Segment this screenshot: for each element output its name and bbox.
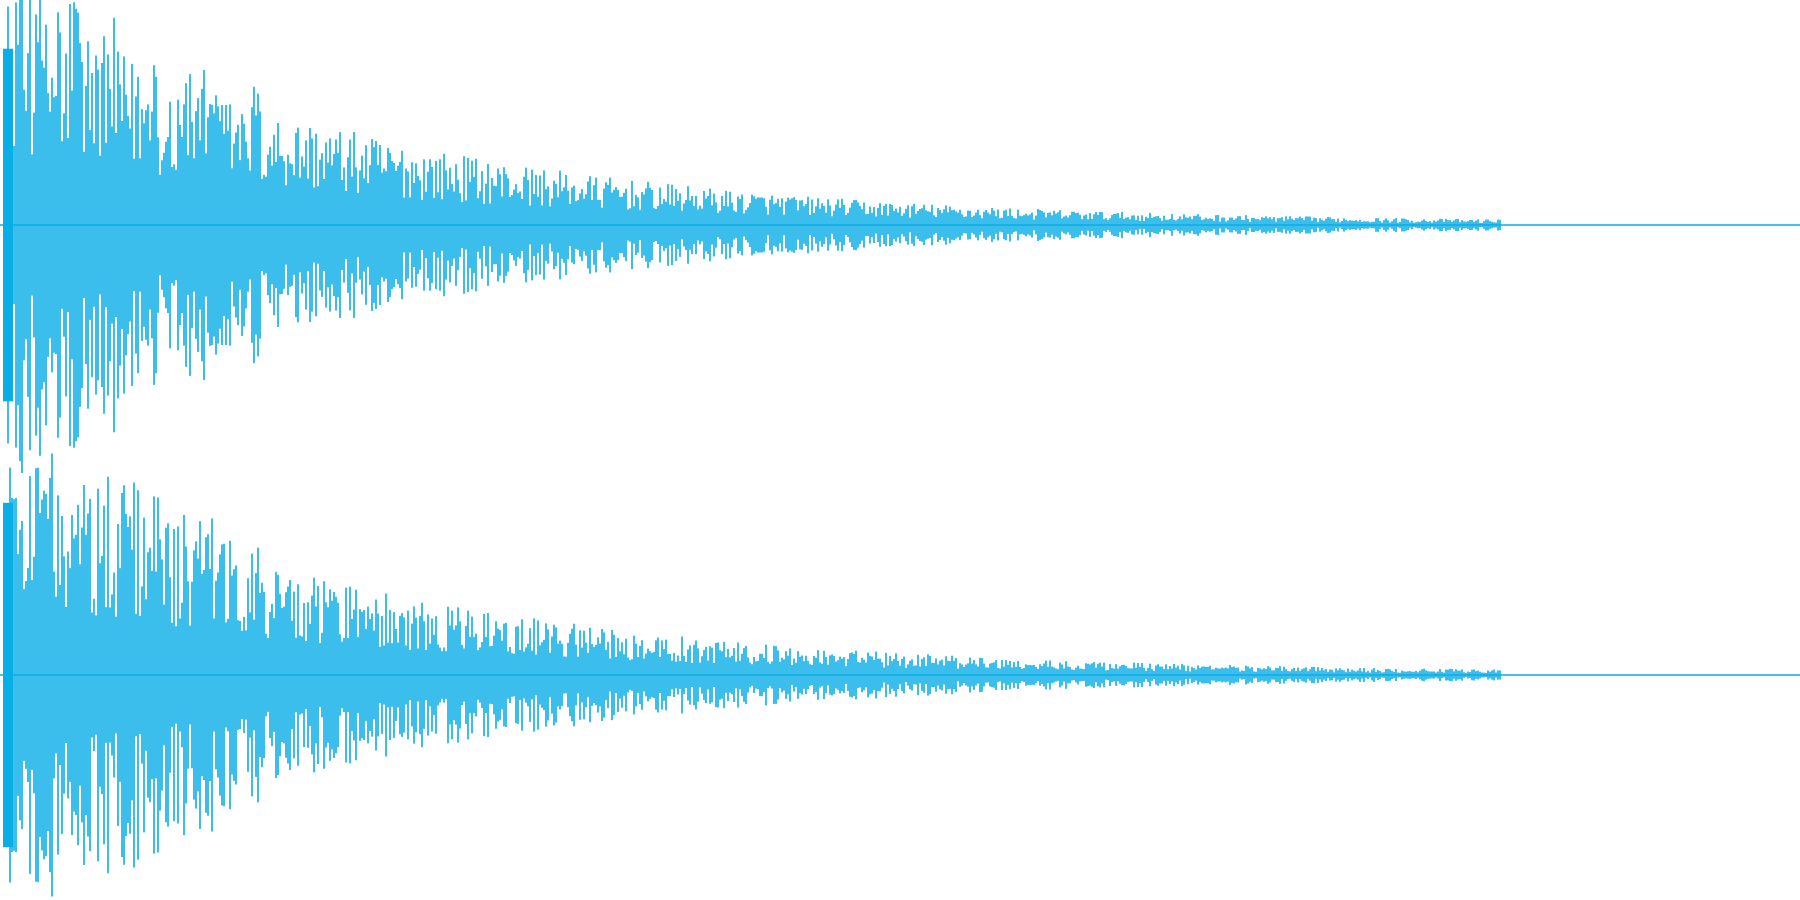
waveform-attack (3, 502, 13, 848)
waveform-channel-top (0, 0, 1800, 473)
waveform-attack (3, 48, 13, 402)
waveform-channel-bottom (0, 453, 1800, 897)
